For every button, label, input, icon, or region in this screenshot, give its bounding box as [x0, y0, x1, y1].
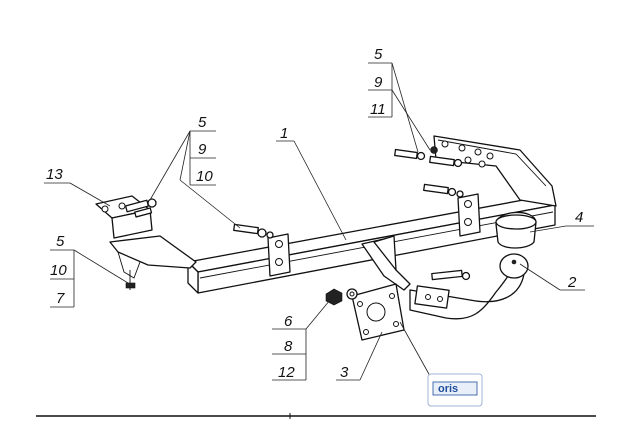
electrical-socket-plate: [351, 283, 405, 341]
drawing-frame-bottom: [36, 413, 596, 419]
left-bolt-set: [124, 198, 157, 218]
callout-left-5: 5: [56, 233, 65, 250]
callout-mid-left-5: 5: [198, 114, 207, 131]
callout-top-right-11: 11: [370, 101, 386, 118]
left-mounting-bracket: [95, 195, 197, 290]
callout-labels: 1 2 3 4 5 9 11 5 9 10 5 10 7 6 8 12 13: [46, 46, 583, 381]
logo-text: oris: [438, 383, 458, 395]
callout-top-right-5: 5: [374, 46, 383, 63]
callout-left-7: 7: [56, 290, 65, 307]
callout-4: 4: [575, 209, 583, 226]
callout-top-right-9: 9: [374, 74, 383, 91]
right-side-plate: [433, 135, 557, 207]
tow-ball-arm: [409, 253, 529, 320]
callout-left-10: 10: [50, 262, 67, 279]
beam-bolt-left: [233, 223, 274, 239]
central-hitch-plate: [361, 235, 411, 291]
callout-3: 3: [340, 364, 349, 381]
callout-bottom-8: 8: [284, 338, 293, 355]
callout-1: 1: [280, 125, 288, 142]
tow-ball-cap: [495, 211, 537, 249]
callout-mid-left-9: 9: [198, 141, 207, 158]
leader-lines: [44, 62, 594, 381]
nut-washer-set: [325, 288, 358, 306]
callout-bottom-12: 12: [278, 364, 295, 381]
brand-logo: oris: [427, 373, 483, 407]
upper-right-bolts: [394, 146, 464, 198]
callout-13: 13: [46, 166, 63, 183]
callout-bottom-6: 6: [284, 313, 293, 330]
callout-2: 2: [567, 274, 577, 291]
beam-bracket-left: [267, 233, 291, 277]
beam-bracket-right: [457, 193, 481, 237]
callout-mid-left-10: 10: [196, 168, 213, 185]
